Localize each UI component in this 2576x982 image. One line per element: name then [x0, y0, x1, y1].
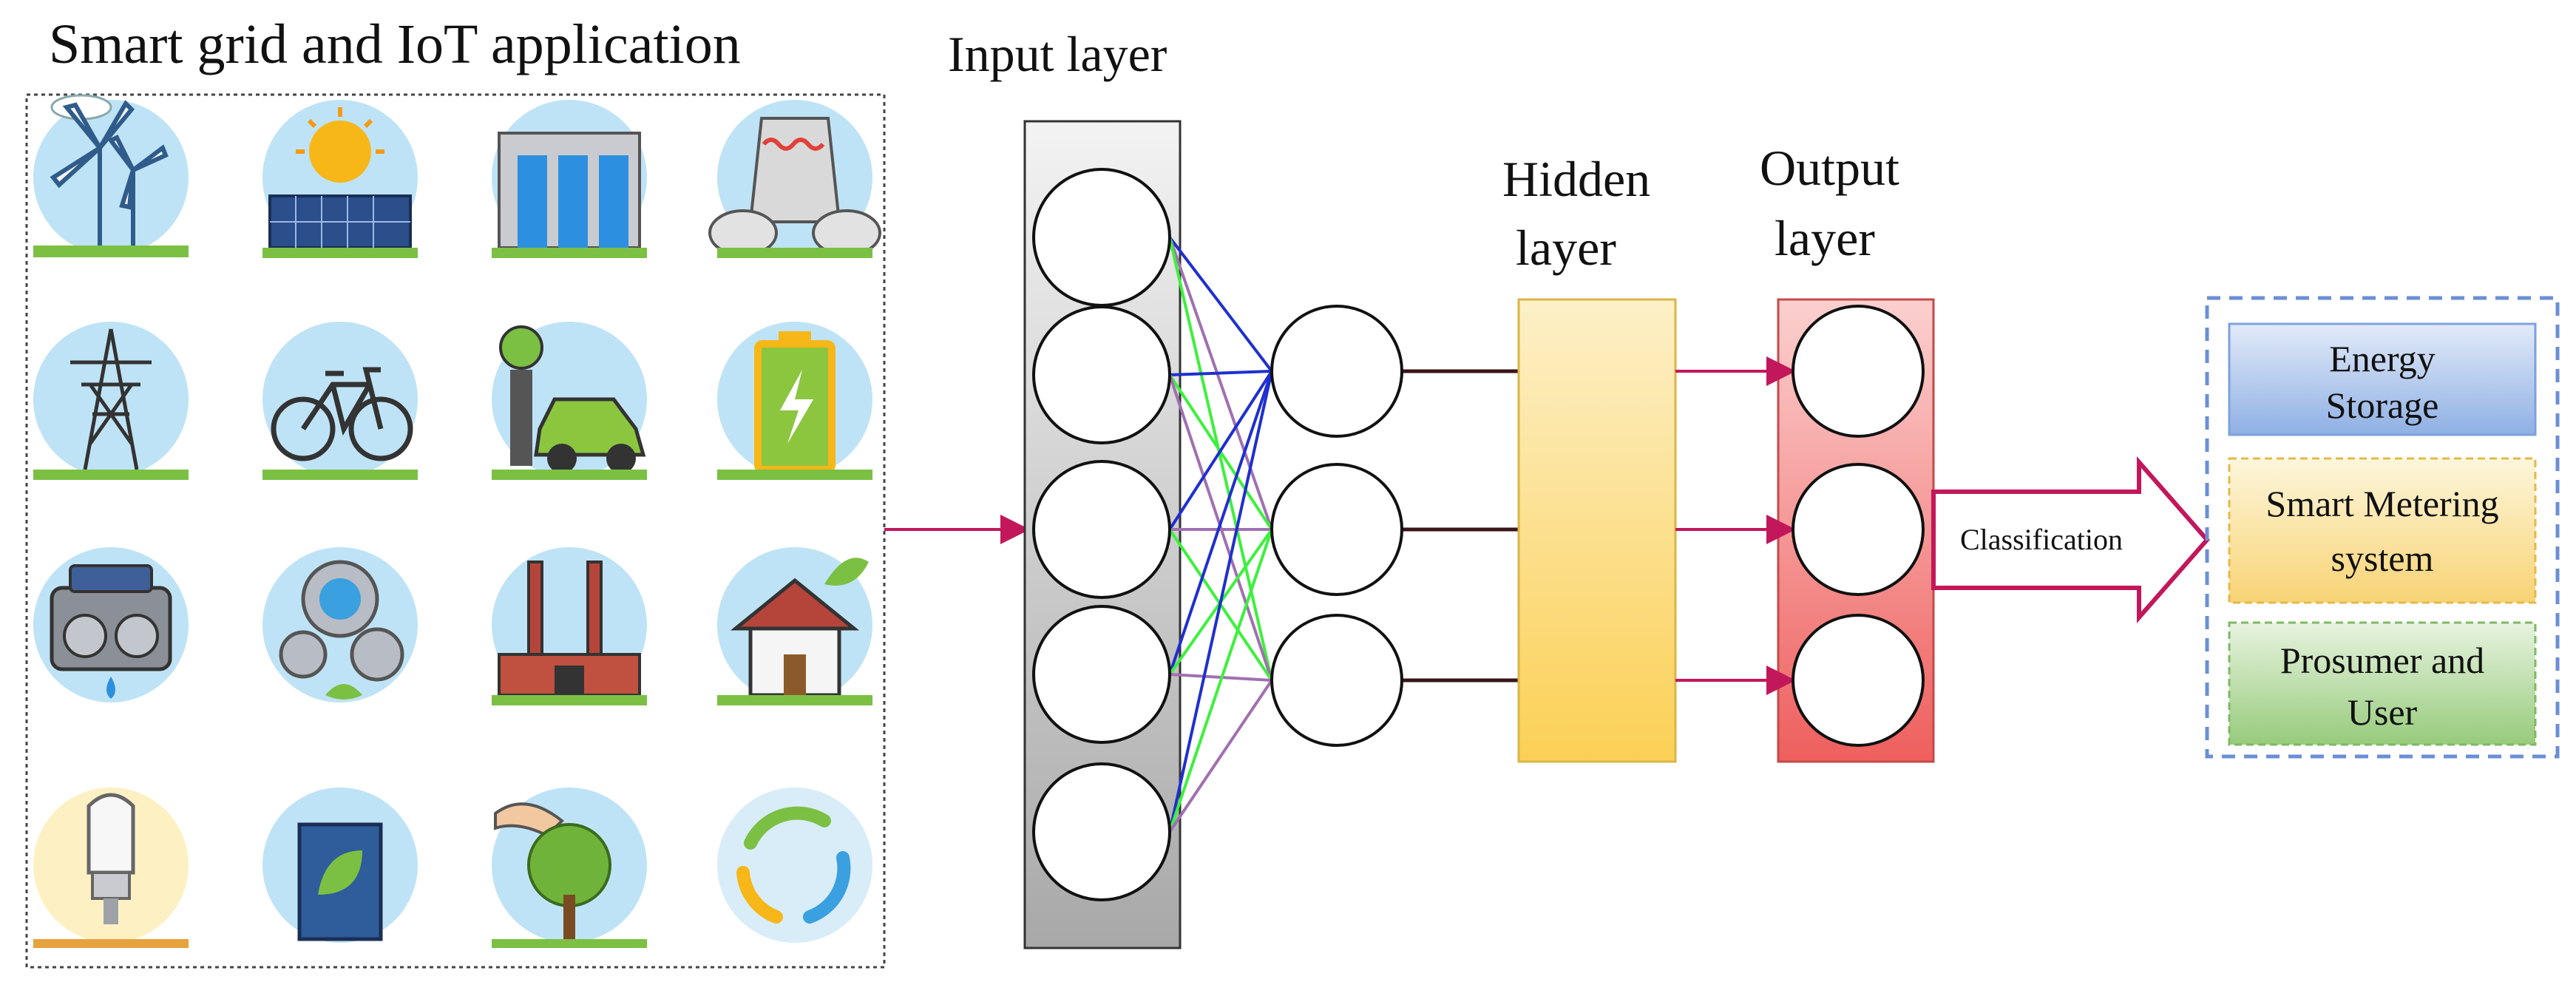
- input-neuron: [1032, 460, 1171, 599]
- input-to-hidden-edges: [1168, 236, 1273, 833]
- input-neuron: [1032, 605, 1171, 744]
- network-edge: [1168, 529, 1273, 833]
- input-layer-label: Input layer: [948, 26, 1167, 82]
- network-edge: [1169, 370, 1272, 376]
- eco-gears-icon: [262, 547, 418, 702]
- class-energy-storage: Energy Storage: [2228, 322, 2537, 436]
- hand-tree-icon: [492, 788, 647, 948]
- output-neuron: [1792, 614, 1925, 747]
- light-bulb-icon: [33, 788, 189, 948]
- input-neurons: [1032, 168, 1171, 901]
- hidden-layer-label-line1: Hidden: [1502, 151, 1650, 207]
- wind-turbine-icon: [33, 94, 189, 257]
- class-label-line2: system: [2331, 538, 2434, 579]
- network-edge: [1168, 370, 1273, 833]
- output-neuron: [1792, 305, 1925, 438]
- class-label-line1: Prosumer and: [2280, 640, 2484, 681]
- network-edge: [1168, 679, 1273, 833]
- hidden-layer-panel: [1517, 298, 1677, 763]
- class-label-line2: Storage: [2326, 385, 2439, 426]
- hidden-neuron: [1270, 614, 1403, 747]
- input-neuron: [1032, 168, 1171, 307]
- power-plant-icon: [708, 100, 881, 258]
- classification-arrow: [1931, 456, 2210, 623]
- recycle-arrows-icon: [717, 788, 872, 943]
- class-label-line1: Smart Metering: [2265, 483, 2498, 524]
- input-neuron: [1032, 305, 1171, 444]
- battery-icon: [717, 322, 872, 480]
- hidden-to-output-arrows: [1675, 356, 1796, 695]
- hydro-dam-icon: [492, 100, 647, 258]
- bicycle-icon: [262, 322, 418, 480]
- class-label-line2: User: [2348, 691, 2418, 733]
- solar-panel-icon: [262, 100, 418, 258]
- network-edge: [1168, 237, 1273, 530]
- electric-car-charging-icon: [492, 322, 647, 480]
- engine-icon: [33, 547, 189, 702]
- transmission-tower-icon: [33, 322, 189, 480]
- network-edge: [1168, 236, 1273, 373]
- icon-grid: [33, 94, 881, 948]
- hidden-neuron: [1270, 463, 1403, 596]
- hidden-layer-label-line2: layer: [1516, 220, 1616, 276]
- classification-label: Classification: [1960, 523, 2123, 556]
- input-neuron: [1032, 762, 1171, 901]
- network-edge: [1168, 237, 1273, 681]
- output-neurons: [1792, 305, 1925, 747]
- output-layer-label-line2: layer: [1775, 210, 1875, 266]
- hidden-to-hidden-edges: [1402, 369, 1519, 683]
- network-edge: [1168, 370, 1273, 531]
- class-smart-metering: Smart Metering system: [2228, 457, 2537, 604]
- factory-icon: [492, 547, 647, 705]
- classes-frame: [2205, 296, 2560, 759]
- eco-house-icon: [717, 547, 872, 705]
- hidden-neuron: [1270, 305, 1403, 438]
- network-edge: [1168, 374, 1273, 681]
- network-edge: [1168, 370, 1273, 675]
- output-neuron: [1792, 463, 1925, 596]
- class-label-line1: Energy: [2329, 338, 2435, 379]
- hidden-neurons: [1270, 305, 1403, 747]
- class-prosumer-user: Prosumer and User: [2228, 621, 2537, 746]
- left-panel-title: Smart grid and IoT application: [49, 13, 741, 75]
- output-layer-label-line1: Output: [1760, 140, 1899, 196]
- eco-barrel-icon: [262, 788, 418, 943]
